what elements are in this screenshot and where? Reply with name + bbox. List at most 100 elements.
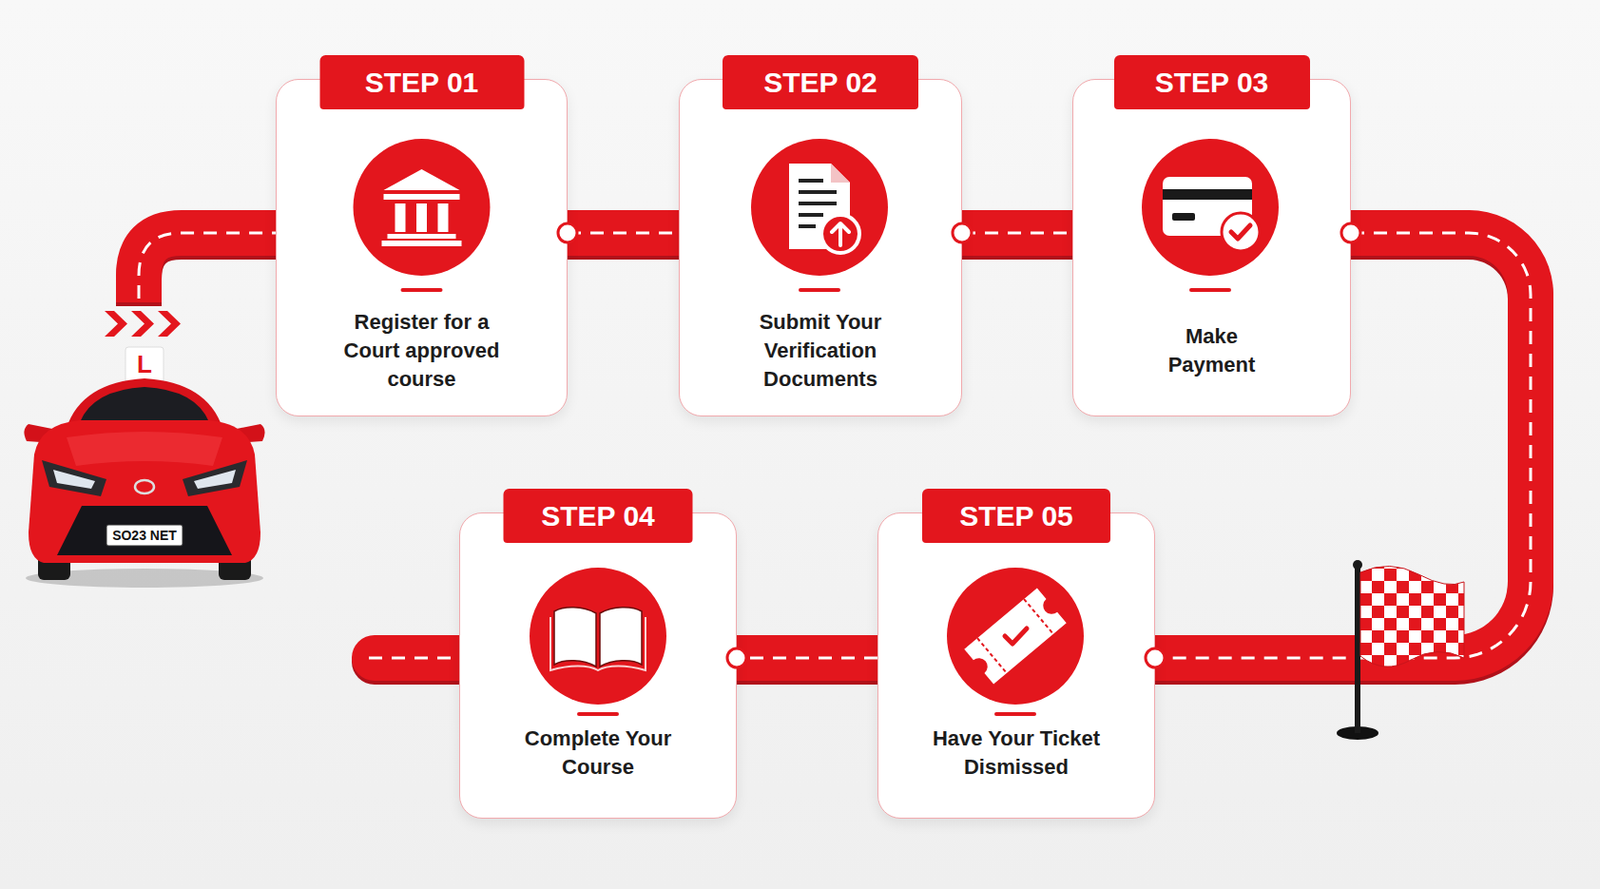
plate-stem (141, 380, 148, 388)
car-body (28, 420, 261, 563)
step-caption: Make Payment (1155, 297, 1270, 405)
road-connector (962, 232, 1073, 237)
book-icon (550, 607, 646, 671)
icon-circle (751, 138, 888, 276)
flag-base (1336, 726, 1379, 740)
payment-card-icon (1162, 176, 1260, 251)
card-body (1162, 176, 1253, 236)
learner-plate-letter: L (125, 346, 164, 383)
document-line (798, 224, 816, 229)
book-page (554, 607, 597, 667)
step-tab: STEP 05 (922, 488, 1111, 543)
road-shadow (962, 213, 1073, 260)
icon-circle (946, 567, 1084, 705)
underline (1189, 288, 1232, 292)
document-line (798, 212, 824, 217)
learner-plate (125, 346, 164, 383)
road-ring (952, 223, 972, 243)
road-shadow (736, 638, 878, 685)
chevron (157, 310, 181, 337)
car-mirror (23, 424, 58, 444)
road-connector (736, 657, 878, 662)
road-dashes (567, 231, 679, 235)
road (962, 210, 1073, 256)
bank-column (438, 203, 449, 232)
document-line (798, 201, 837, 206)
bank-beam (384, 193, 461, 200)
plate-number: SO23 NET (106, 524, 183, 546)
road-lead (138, 232, 276, 307)
car-grille (57, 505, 232, 556)
card-stripe (1162, 189, 1253, 200)
step-tab: STEP 02 (722, 55, 919, 110)
road (567, 210, 679, 256)
road-ring (727, 648, 747, 668)
step-caption: Have Your Ticket Dismissed (914, 699, 1119, 807)
bank-icon (382, 169, 463, 247)
ticket-perforation (977, 637, 1007, 674)
car-illustration (23, 378, 265, 588)
flag-cloth (1360, 565, 1465, 667)
icon-circle (1141, 138, 1279, 276)
car-wheel (218, 541, 251, 580)
step-tab: STEP 04 (503, 488, 694, 543)
underline (798, 288, 841, 292)
car-headlight (182, 460, 248, 497)
road-ring (1145, 648, 1165, 668)
bank-column (395, 203, 406, 232)
car-logo (134, 480, 155, 494)
flag-pole (1354, 564, 1361, 733)
road-shadow (374, 638, 460, 685)
road-shadow (567, 213, 679, 260)
step-caption: Register for a Court approved course (331, 297, 513, 405)
underline (994, 712, 1037, 716)
bank-step (382, 240, 463, 247)
check-badge (1221, 212, 1260, 251)
road (736, 635, 878, 681)
step-card: STEP 04Complete Your Course (459, 512, 737, 819)
step-card: STEP 01Register for a Court approved cou… (275, 78, 568, 417)
document-fold (830, 163, 850, 183)
car-wheel (38, 541, 71, 580)
road (138, 232, 276, 303)
chevron (131, 310, 155, 337)
step-card: STEP 03Make Payment (1072, 78, 1351, 417)
car-headlight (41, 460, 107, 497)
document-line (798, 190, 837, 194)
car-headlight-lens (193, 469, 236, 489)
icon-circle (529, 567, 667, 705)
ticket-icon (963, 587, 1066, 684)
book-page (599, 607, 642, 667)
road-tail (368, 657, 460, 662)
icon-circle (353, 138, 491, 276)
document-page (789, 163, 850, 250)
car-hood (66, 431, 223, 466)
road-dashes (962, 231, 1073, 235)
finish-flag (1336, 559, 1465, 740)
car-roof (66, 378, 223, 428)
step-tab: STEP 01 (319, 55, 524, 110)
road-connector (567, 232, 679, 237)
bank-step (387, 233, 457, 239)
bank-column (416, 203, 427, 232)
document-upload-icon (789, 163, 860, 253)
chevron (104, 310, 128, 337)
road-ring (1341, 223, 1361, 243)
car-windshield (79, 386, 210, 423)
road-ring (558, 223, 578, 243)
upload-arrow (831, 223, 849, 246)
step-caption: Complete Your Course (502, 699, 694, 807)
upload-badge (821, 214, 860, 253)
step-tab: STEP 03 (1114, 55, 1311, 110)
step-card: STEP 05Have Your Ticket Dismissed (877, 512, 1156, 819)
bank-roof (384, 169, 461, 191)
road-dashes (736, 656, 878, 660)
number-plate (106, 524, 183, 546)
document-line (798, 178, 824, 183)
car-shadow (25, 568, 264, 588)
underline (577, 712, 619, 716)
road-dashes (138, 232, 276, 299)
ticket-body (963, 587, 1066, 684)
ticket-perforation (1023, 598, 1054, 635)
